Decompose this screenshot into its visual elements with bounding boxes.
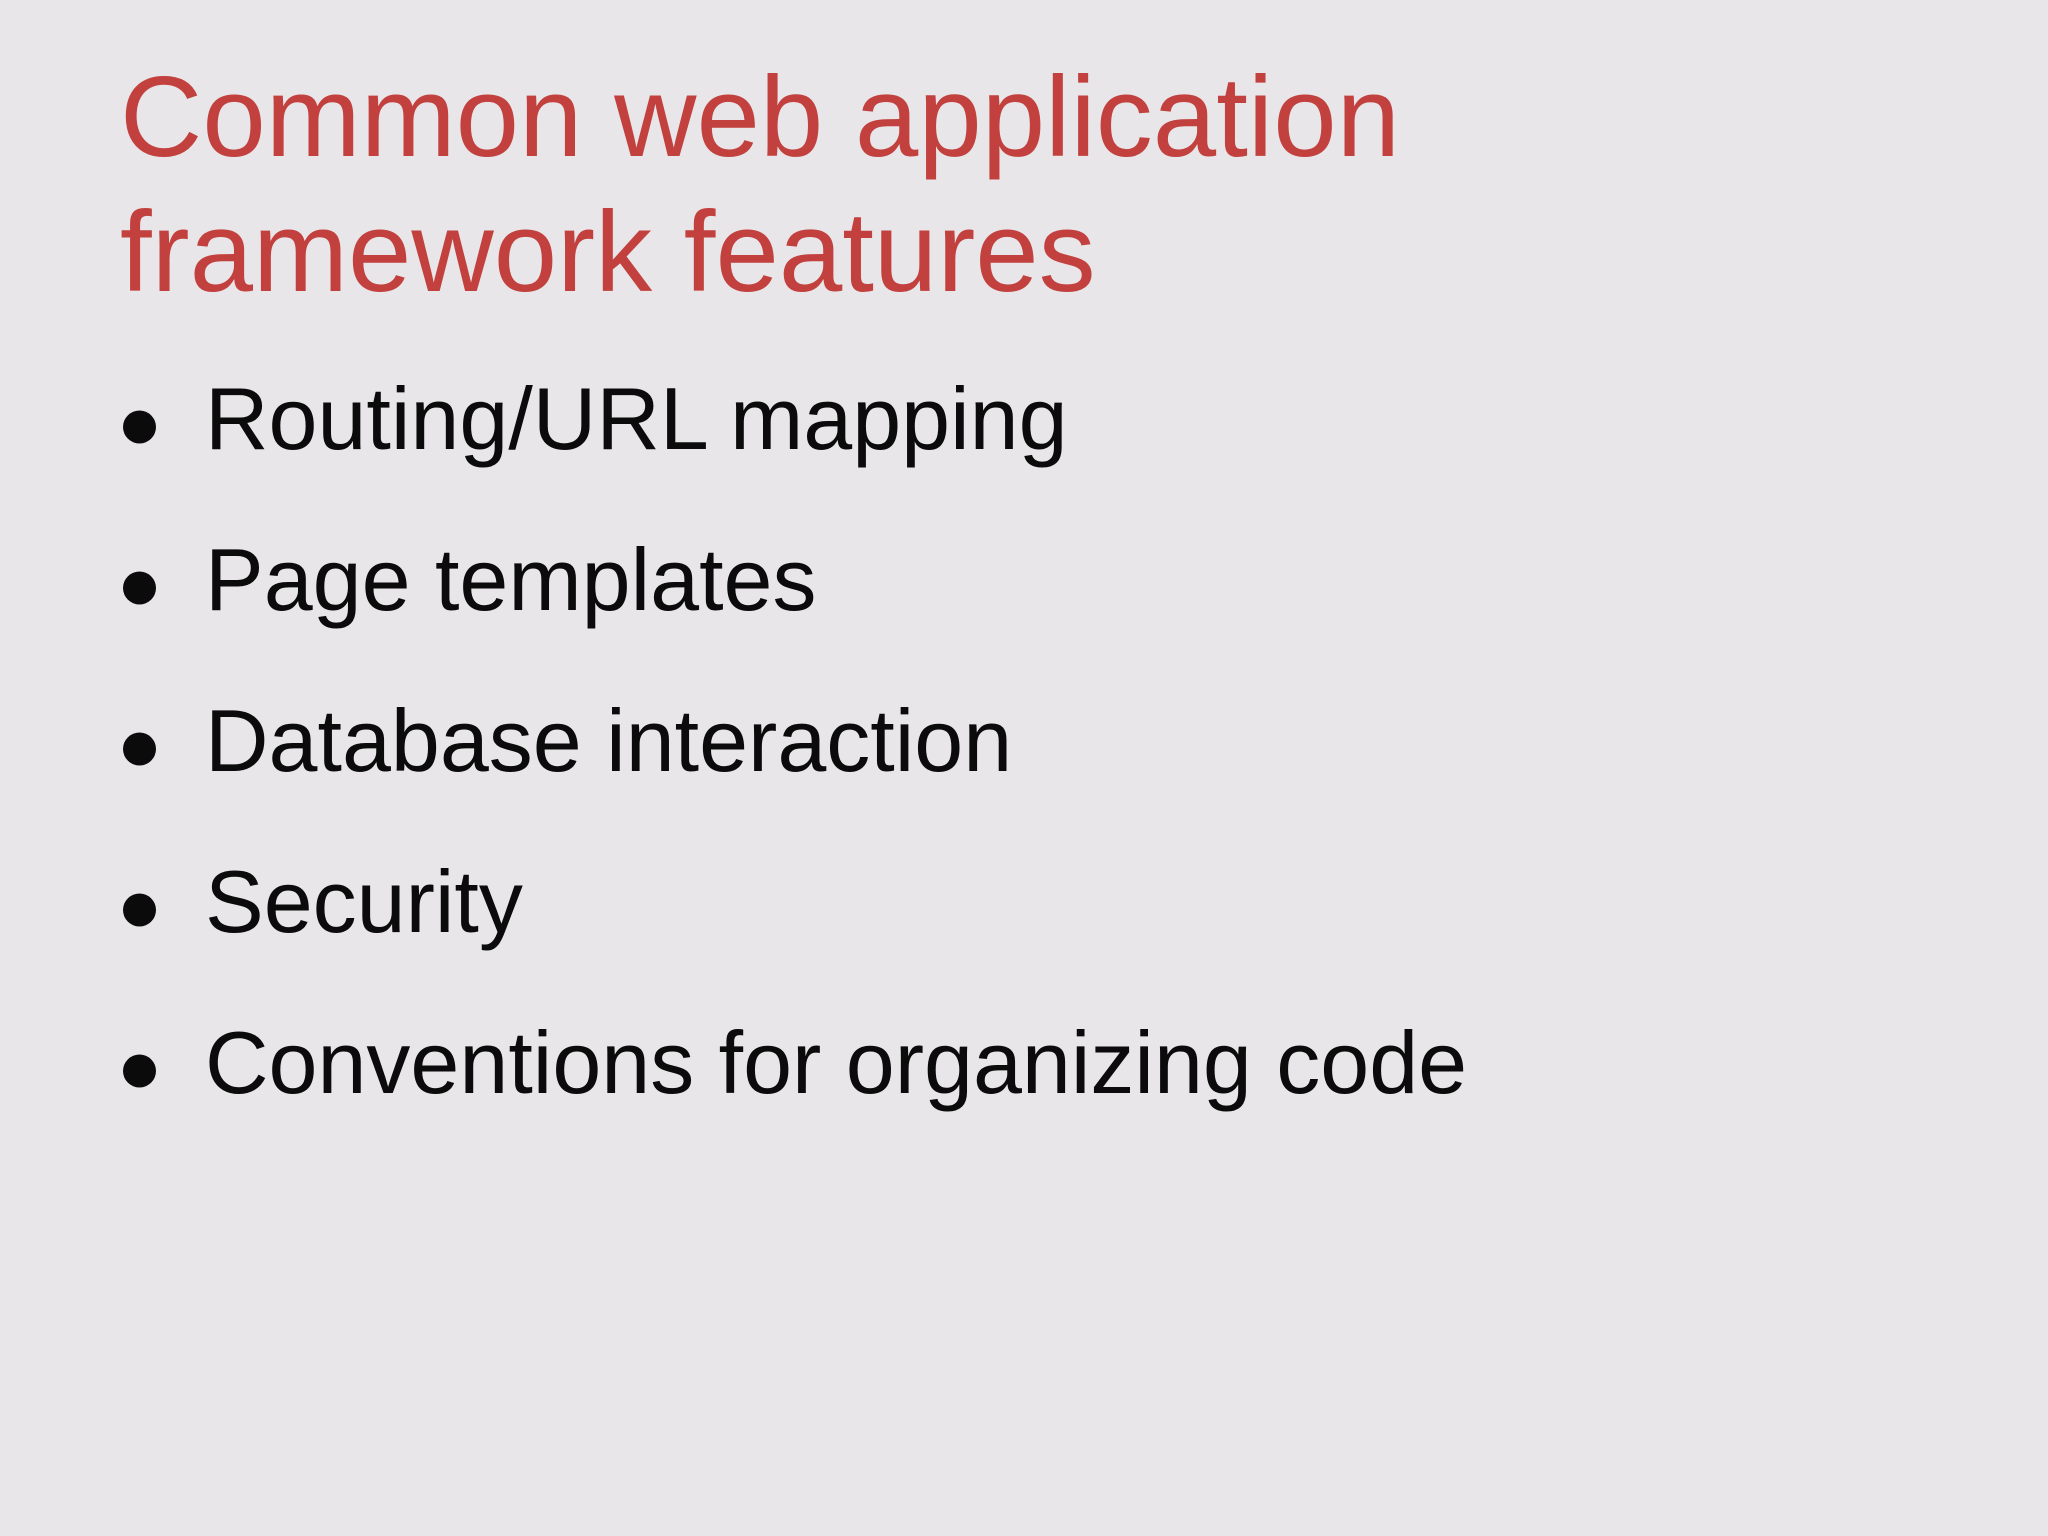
bullet-list: Routing/URL mapping Page templates Datab… bbox=[0, 338, 2048, 1143]
slide-title: Common web application framework feature… bbox=[120, 54, 1400, 316]
list-item: Page templates bbox=[0, 499, 2048, 660]
list-item: Routing/URL mapping bbox=[0, 338, 2048, 499]
bullet-text: Security bbox=[205, 852, 523, 951]
list-item: Conventions for organizing code bbox=[0, 982, 2048, 1143]
bullet-dot-icon bbox=[123, 1054, 156, 1087]
bullet-dot-icon bbox=[123, 571, 156, 604]
list-item: Security bbox=[0, 821, 2048, 982]
bullet-dot-icon bbox=[123, 732, 156, 765]
bullet-text: Page templates bbox=[205, 530, 817, 629]
bullet-dot-icon bbox=[123, 410, 156, 443]
bullet-dot-icon bbox=[123, 893, 156, 926]
bullet-text: Conventions for organizing code bbox=[205, 1013, 1468, 1112]
list-item: Database interaction bbox=[0, 660, 2048, 821]
bullet-text: Database interaction bbox=[205, 691, 1013, 790]
bullet-text: Routing/URL mapping bbox=[205, 369, 1068, 468]
